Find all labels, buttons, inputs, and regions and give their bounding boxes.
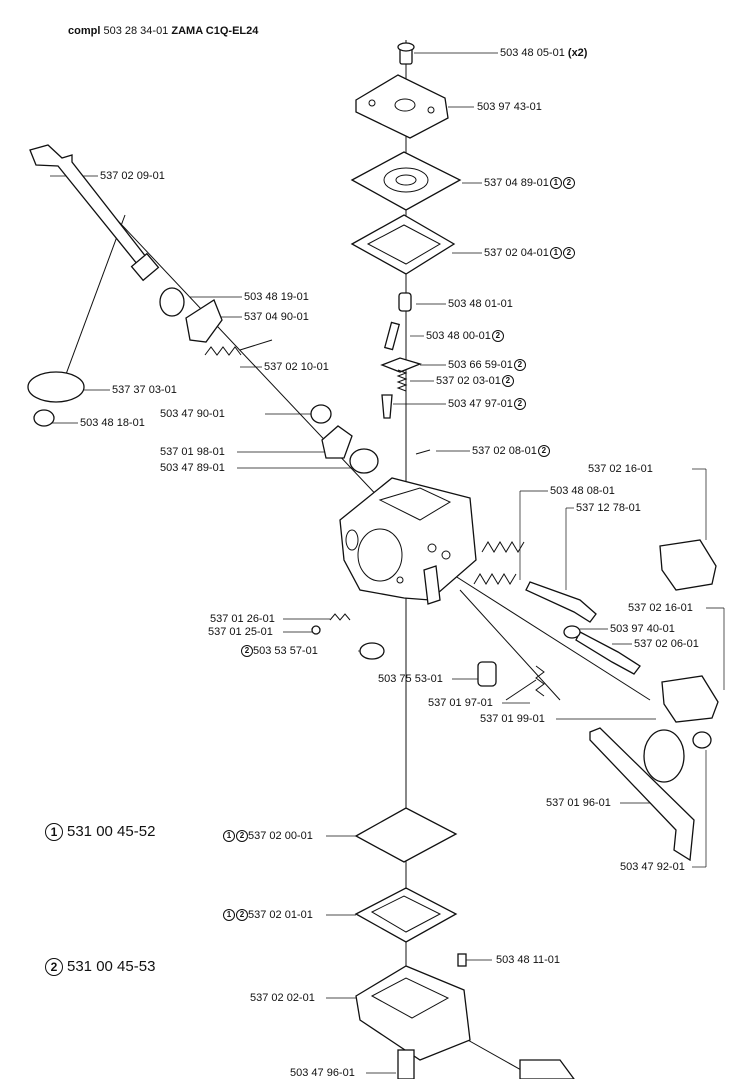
pin [383,321,401,351]
part-label: 537 02 16-01 [628,602,693,614]
part-label: 503 47 96-01 [290,1067,355,1079]
ball [311,625,321,635]
needle-lever [380,357,422,373]
header-prefix: compl [68,25,101,37]
throttle-spring [204,346,242,356]
part-label: 537 01 25-01 [208,626,273,638]
valve-screw [33,409,55,427]
part-label: 503 48 05-01 (x2) [500,47,588,59]
part-label: 503 75 53-01 [378,673,443,685]
fuel-fitting [519,1059,575,1079]
choke-spring [535,665,545,697]
part-label: 537 01 26-01 [210,613,275,625]
part-label: 503 97 40-01 [610,623,675,635]
part-label: 503 47 92-01 [620,861,685,873]
part-label: 537 01 96-01 [546,797,611,809]
spring-arm [239,339,273,351]
part-label: 537 04 90-01 [244,311,309,323]
washer [563,625,581,639]
pin-small [415,449,431,455]
part-label: 503 48 19-01 [244,291,309,303]
part-label: 537 02 02-01 [250,992,315,1004]
bottom-screw [397,1049,415,1079]
part-label: 503 48 01-01 [448,298,513,310]
plug [457,953,467,967]
part-label: 503 97 43-01 [477,101,542,113]
choke-spring-arm [505,679,537,701]
choke-screw [692,731,712,749]
metering-cover [355,965,471,1061]
bushing [159,287,185,317]
bracket [321,425,353,459]
limiter-cap-1 [659,539,717,591]
part-label: 537 37 03-01 [112,384,177,396]
part-label: 503 48 08-01 [550,485,615,497]
throttle-lever [185,299,223,343]
part-label: 537 02 06-01 [634,638,699,650]
choke-lever [423,565,441,605]
part-label: 503 47 90-01 [160,408,225,420]
part-label: 537 01 99-01 [480,713,545,725]
needle-lever-screw [398,292,412,312]
diaphragm [350,151,462,211]
throttle-valve [27,371,85,403]
throttle-shaft [29,144,160,282]
adjusting-screws [473,541,641,675]
choke-valve [643,729,685,783]
screw-bracket [310,404,332,424]
screw-top [397,42,415,65]
carburetor-body [339,477,477,601]
diagram-header: compl 503 28 34-01 ZAMA C1Q-EL24 [68,25,258,37]
part-label: 537 12 78-01 [576,502,641,514]
part-label: 537 01 98-01 [160,446,225,458]
metering-diaphragm [354,807,458,863]
choke-shaft [589,727,695,862]
lever-spring [396,369,408,392]
part-label: 537 01 97-01 [428,697,493,709]
part-label: 537 02 10-01 [264,361,329,373]
part-label: 503 48 18-01 [80,417,145,429]
bushing-2 [349,448,379,474]
gasket [350,214,456,275]
part-label: 503 47 89-01 [160,462,225,474]
header-number: 503 28 34-01 [103,25,169,37]
spring-small [329,613,351,621]
part-label: 503 48 11-01 [496,954,561,966]
limiter-cap-2 [661,675,719,723]
inlet-needle [381,394,393,419]
metering-gasket [354,887,458,943]
plug-screw [477,661,497,687]
part-label: 537 02 16-01 [588,463,653,475]
filter-screen [359,642,385,660]
header-model: ZAMA C1Q-EL24 [171,25,259,37]
part-label: 537 02 09-01 [100,170,165,182]
pump-cover [355,74,449,139]
